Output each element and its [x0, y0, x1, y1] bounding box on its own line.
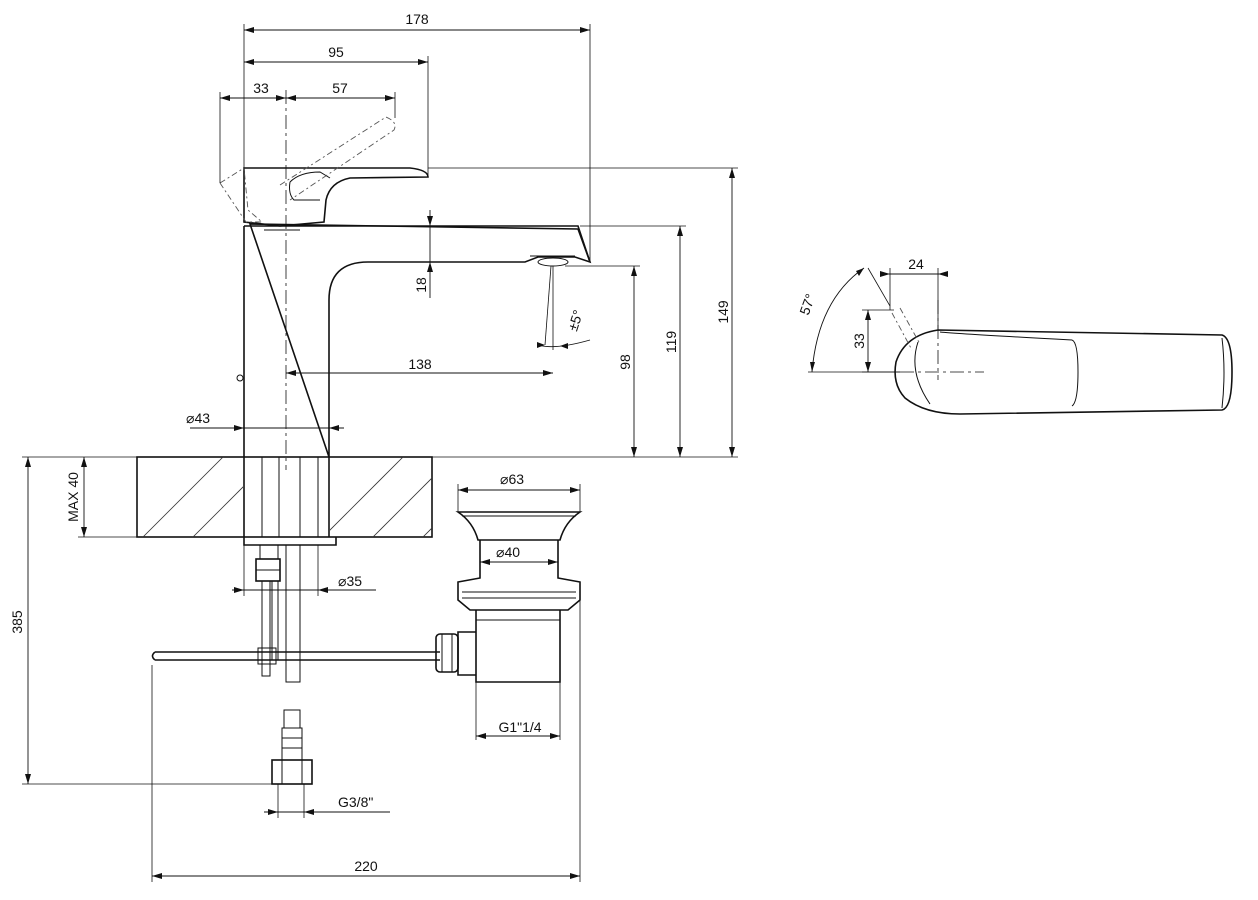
- waste-side-port: [457, 631, 476, 676]
- dim-diameter-43: ⌀43: [186, 410, 210, 426]
- supply-connector: [271, 709, 313, 785]
- dim-24: 24: [908, 256, 924, 272]
- dim-57-degree: 57°: [796, 292, 818, 317]
- dim-138: 138: [408, 356, 432, 372]
- dim-supply-thread: G3/8": [338, 794, 373, 810]
- dim-diameter-35: ⌀35: [338, 573, 362, 589]
- faucet-body: [243, 223, 592, 458]
- aerator-icon: [537, 257, 569, 267]
- under-deck-assembly: [151, 537, 440, 785]
- dim-385: 385: [9, 610, 25, 634]
- dim-57: 57: [332, 80, 348, 96]
- waste-assembly: [435, 511, 583, 683]
- pop-up-rod: [151, 651, 440, 661]
- dim-18: 18: [413, 277, 429, 293]
- dim-220: 220: [354, 858, 378, 874]
- dim-149: 149: [715, 300, 731, 324]
- faucet-side-view: [219, 90, 592, 470]
- spout-outline: [244, 225, 591, 263]
- dim-33-top: 33: [253, 80, 269, 96]
- dim-diameter-40: ⌀40: [496, 544, 520, 560]
- lever-detail: [289, 171, 331, 201]
- shank-nut: [243, 537, 337, 546]
- deck-section: [136, 456, 433, 538]
- set-screw-icon: [236, 374, 244, 382]
- lever-raised-ghost: [219, 116, 396, 223]
- lever-handle: [243, 167, 429, 227]
- dim-178: 178: [405, 11, 429, 27]
- dim-spray-angle: ±5°: [564, 308, 586, 333]
- dim-98: 98: [617, 354, 633, 370]
- dim-33-side: 33: [851, 333, 867, 349]
- dim-deck-max: MAX 40: [65, 472, 81, 522]
- lever-top-outline: [894, 329, 1233, 415]
- dim-95: 95: [328, 44, 344, 60]
- dim-waste-thread: G1"1/4: [498, 719, 541, 735]
- dim-119: 119: [663, 331, 679, 354]
- dim-diameter-63: ⌀63: [500, 471, 524, 487]
- lever-top-view: 24 33 57°: [796, 256, 1233, 415]
- waste-flange: [455, 511, 583, 541]
- waste-body: [457, 540, 581, 611]
- angle-arc: [811, 267, 865, 373]
- dimension-lines: 178 95 33 57 18 ±5° 138: [9, 11, 738, 882]
- lever-top-ghost: [891, 307, 921, 351]
